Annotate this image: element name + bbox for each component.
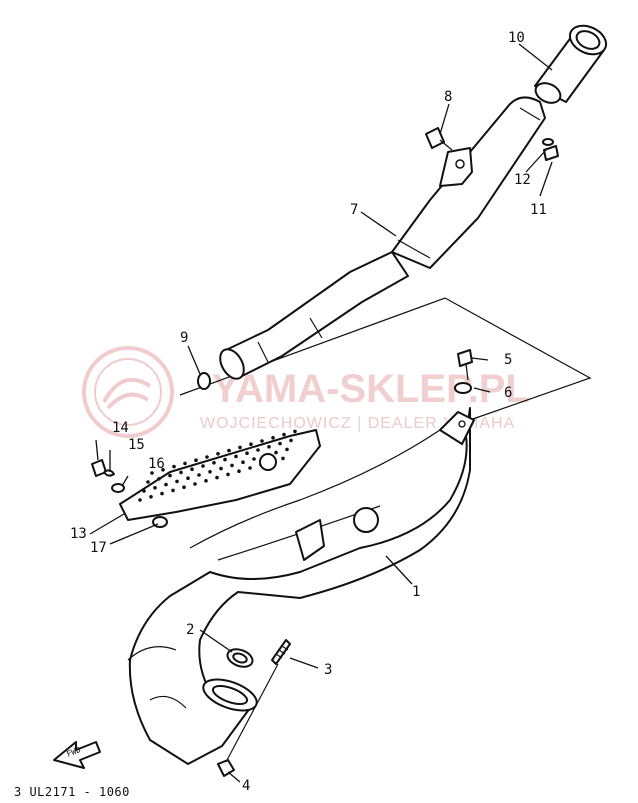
callout-5: 5 [504,352,512,368]
perforation-hole [179,470,183,475]
perforation-hole [142,489,146,493]
silencer-7 [219,96,546,380]
perforation-hole [223,457,227,462]
perforation-hole [194,458,198,463]
perforation-hole [230,463,234,468]
callout-labels: 1 2 3 4 5 6 7 8 9 10 11 12 13 14 15 16 1… [70,30,547,794]
perforation-hole [271,436,275,440]
perforation-hole [281,456,285,461]
perforation-hole [252,457,256,461]
perforation-hole [161,468,165,472]
callout-7: 7 [350,202,358,218]
washer-16 [111,483,125,493]
perforation-hole [293,429,297,434]
perforation-hole [138,498,142,502]
washer-6 [454,382,472,394]
callout-2: 2 [186,622,194,638]
washer-12 [542,138,554,146]
callout-14: 14 [112,420,129,436]
perforation-hole [234,454,238,459]
perforation-hole [171,488,175,493]
leader-lines [89,43,553,783]
expansion-chamber-1 [127,407,475,765]
perforation-hole [205,455,209,459]
watermark: YAMA-SKLEP.PL WOJCIECHOWICZ | DEALER YAM… [82,346,530,438]
perforation-hole [153,486,157,490]
perforation-hole [146,480,150,484]
perforation-hole [183,461,187,466]
nut-4 [217,759,235,777]
perforation-hole [216,452,220,456]
perforation-hole [150,471,154,475]
perforation-hole [227,448,231,453]
callout-6: 6 [504,385,512,401]
heat-guard-perforations [138,429,297,502]
perforation-hole [172,464,176,469]
stud-bolt-3 [271,639,291,665]
callout-17: 17 [90,540,107,556]
bolt-5 [457,349,473,381]
watermark-subtitle: WOJCIECHOWICZ | DEALER YAMAHA [200,415,515,432]
perforation-hole [149,495,153,499]
callout-9: 9 [180,330,188,346]
callout-4: 4 [242,778,250,794]
perforation-hole [249,442,253,447]
perforation-hole [160,491,164,496]
perforation-hole [212,461,216,465]
perforation-hole [267,445,271,449]
perforation-hole [237,469,241,474]
perforation-hole [245,451,249,456]
perforation-hole [260,439,264,443]
screw-11 [543,145,559,161]
perforation-hole [164,482,168,487]
perforation-hole [190,467,194,472]
forward-arrow: FWD [53,741,101,769]
perforation-hole [238,445,242,450]
callout-8: 8 [444,89,452,105]
perforation-hole [278,441,282,446]
perforation-hole [204,479,208,483]
perforation-hole [193,482,197,486]
callout-15: 15 [128,437,145,453]
perforation-hole [186,476,190,481]
perforation-hole [175,479,179,484]
gasket-9 [197,372,211,390]
perforation-hole [289,438,293,443]
watermark-logo [82,346,174,438]
perforation-hole [208,470,212,474]
assembly-frame [179,297,592,421]
callout-16: 16 [148,456,165,472]
perforation-hole [274,450,278,455]
callout-1: 1 [412,584,420,600]
perforation-hole [182,485,186,490]
perforation-hole [219,466,223,471]
perforation-hole [282,432,286,437]
tail-pipe-10 [534,24,608,104]
bolt-14 [91,459,107,477]
nut-4-axis [225,663,279,763]
perforation-hole [248,466,252,470]
drawing-code: 3 UL2171 - 1060 [14,785,130,799]
callout-13: 13 [70,526,87,542]
perforation-hole [157,477,161,481]
perforation-hole [241,460,245,465]
callout-10: 10 [508,30,525,46]
callout-3: 3 [324,662,332,678]
perforation-hole [226,472,230,477]
perforation-hole [197,473,201,477]
perforation-hole [256,448,260,452]
bolt-8 [425,127,453,151]
perforation-hole [201,464,205,468]
perforation-hole [168,473,172,478]
perforation-hole [285,447,289,452]
callout-12: 12 [514,172,531,188]
heat-guard-13 [119,429,321,521]
watermark-title: YAMA-SKLEP.PL [212,367,530,411]
perforation-hole [215,475,219,480]
spring-washer-15 [103,469,115,477]
gasket-2 [226,648,254,668]
callout-11: 11 [530,202,547,218]
